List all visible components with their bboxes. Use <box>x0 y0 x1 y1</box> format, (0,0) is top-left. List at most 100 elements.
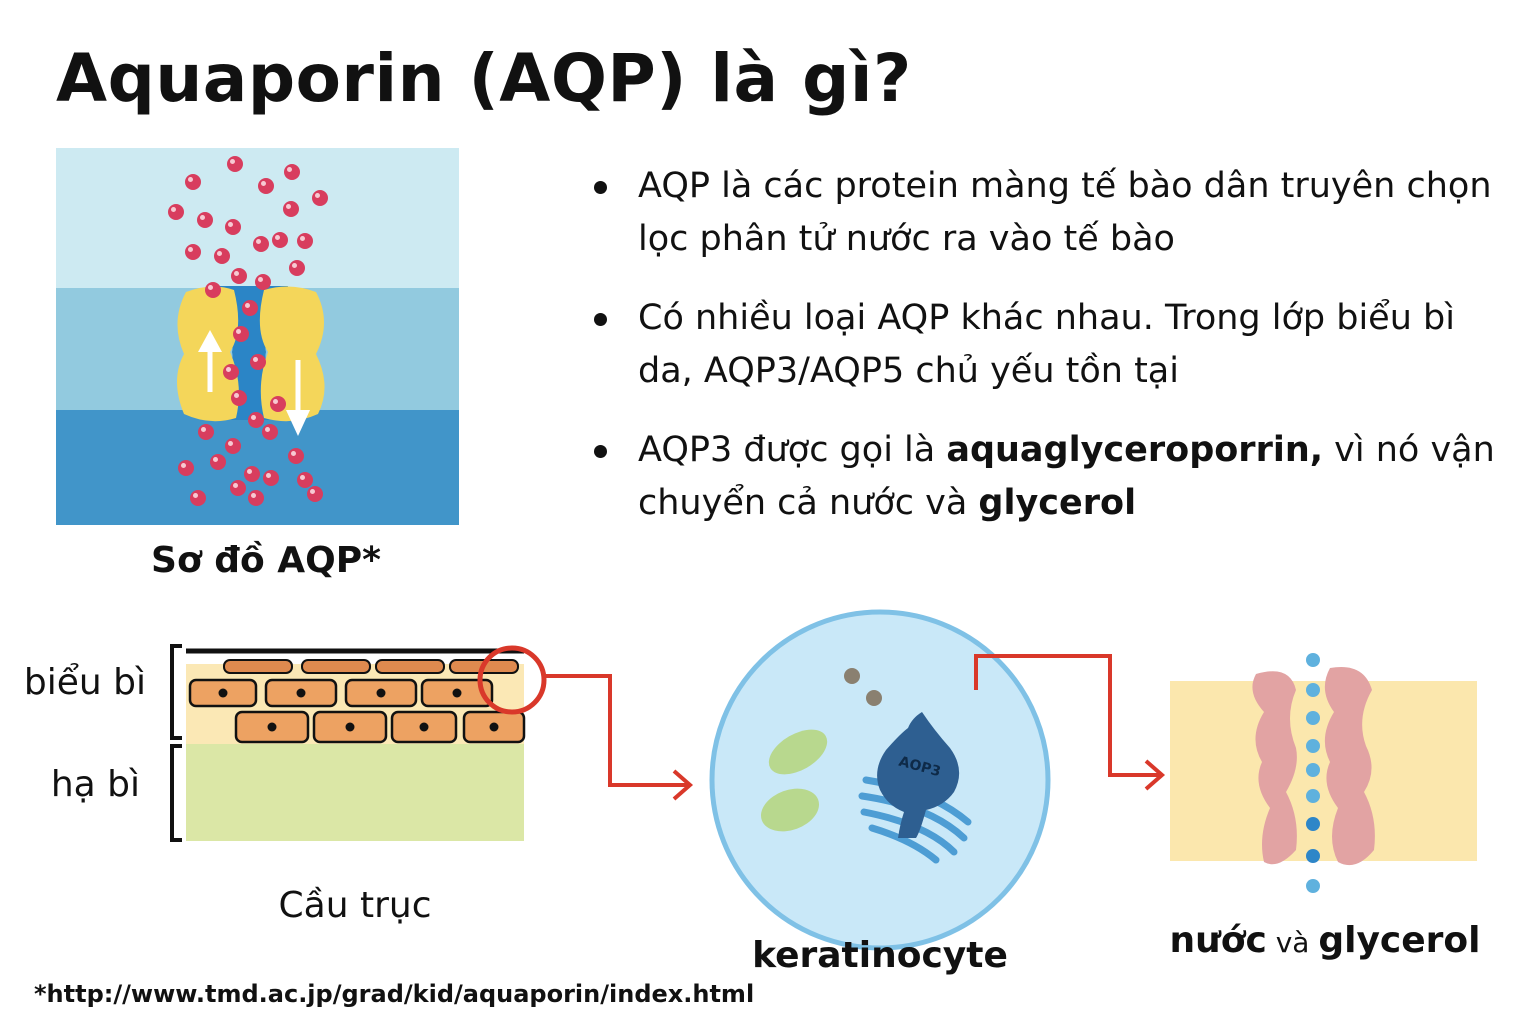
water-molecule <box>270 396 286 412</box>
water-molecule <box>231 390 247 406</box>
water-molecule <box>168 204 184 220</box>
molecule-dot <box>1306 739 1320 753</box>
water-molecule <box>214 248 230 264</box>
water-molecule <box>242 300 258 316</box>
skin-structure <box>170 644 547 842</box>
extracellular-layer <box>56 148 459 288</box>
water-molecule <box>284 164 300 180</box>
keratinocyte-caption: keratinocyte <box>752 935 1008 976</box>
channel-wall-left <box>1252 671 1297 865</box>
molecule-dot <box>1306 711 1320 725</box>
up-arrow-icon <box>198 330 222 392</box>
page-title: Aquaporin (AQP) là gì? <box>56 40 912 117</box>
flow-arrow-icon <box>545 674 694 801</box>
water-molecule <box>233 326 249 342</box>
aqp-protein-right <box>259 286 325 422</box>
water-molecule <box>297 233 313 249</box>
molecule-dots <box>1306 653 1320 893</box>
granule <box>866 690 882 706</box>
bullet-list: AQP là các protein màng tế bào dân truyê… <box>590 160 1520 556</box>
flow-arrow-icon <box>974 654 1166 791</box>
water-molecule <box>225 219 241 235</box>
channel-wall-right <box>1324 666 1375 866</box>
water-molecule <box>190 490 206 506</box>
water-molecule <box>198 424 214 440</box>
cell-nucleus <box>376 688 386 698</box>
water-molecule <box>231 268 247 284</box>
molecule-dot <box>1306 653 1320 667</box>
water-molecule <box>297 472 313 488</box>
molecule-dot <box>1306 789 1320 803</box>
structure-caption: Cầu trục <box>278 885 432 926</box>
molecule-dot <box>1306 849 1320 863</box>
aqp-diagram-caption: Sơ đồ AQP* <box>151 540 381 581</box>
water-molecule <box>230 480 246 496</box>
water-molecule <box>263 470 279 486</box>
epidermis-label: biểu bì <box>23 662 146 703</box>
water-molecule <box>289 260 305 276</box>
water-molecule <box>262 424 278 440</box>
water-molecule <box>185 174 201 190</box>
water-molecule <box>197 212 213 228</box>
channel-caption: nước và glycerol <box>1160 920 1490 961</box>
water-molecule <box>283 201 299 217</box>
water-molecule <box>225 438 241 454</box>
cell-nucleus <box>296 688 306 698</box>
water-molecule <box>258 178 274 194</box>
cell-nucleus <box>218 688 228 698</box>
aqp-schematic <box>56 148 459 525</box>
molecule-dot <box>1306 817 1320 831</box>
aqp-channel-detail <box>1170 653 1477 893</box>
bullet-item: AQP là các protein màng tế bào dân truyê… <box>590 160 1520 266</box>
water-molecule <box>307 486 323 502</box>
water-molecule <box>178 460 194 476</box>
bullet-text: Có nhiều loại AQP khác nhau. Trong lớp b… <box>638 298 1455 391</box>
water-molecule <box>244 466 260 482</box>
water-molecule-icon <box>168 156 328 506</box>
keratinocyte-cell: AOP3 <box>709 609 1051 951</box>
caption-connector: và <box>1266 926 1319 959</box>
bullet-text: AQP3 được gọi là <box>638 430 947 470</box>
cell-flat <box>223 659 293 674</box>
cell-nucleus <box>452 688 462 698</box>
cell-nucleus <box>267 722 277 732</box>
water-molecule <box>205 282 221 298</box>
footnote-source: *http://www.tmd.ac.jp/grad/kid/aquaporin… <box>34 980 755 1008</box>
granule <box>844 668 860 684</box>
water-molecule <box>210 454 226 470</box>
bullet-bold-term: aquaglyceroporrin, <box>946 430 1324 470</box>
caption-bold: glycerol <box>1318 920 1481 961</box>
molecule-dot <box>1306 763 1320 777</box>
water-molecule <box>223 364 239 380</box>
bullet-text: vì nó vận chuyển cả nước và <box>638 430 1495 523</box>
water-molecule <box>272 232 288 248</box>
water-molecule <box>248 490 264 506</box>
cell-nucleus <box>345 722 355 732</box>
water-molecule <box>255 274 271 290</box>
water-molecule <box>253 236 269 252</box>
cell-nucleus <box>489 722 499 732</box>
organelle <box>768 729 828 775</box>
aqp3-protein <box>877 712 960 838</box>
dermis-bracket <box>170 744 182 842</box>
water-molecule <box>288 448 304 464</box>
keratinocyte-cells <box>188 659 526 744</box>
water-molecule <box>250 354 266 370</box>
molecule-dot <box>1306 879 1320 893</box>
membrane-band <box>1170 681 1477 861</box>
bullet-item: AQP3 được gọi là aquaglyceroporrin, vì n… <box>590 424 1520 530</box>
cell-nucleus <box>419 722 429 732</box>
organelle <box>760 788 820 832</box>
water-molecule <box>248 412 264 428</box>
down-arrow-icon <box>286 360 310 436</box>
dermis-layer <box>186 744 524 841</box>
zoom-circle-icon <box>477 645 547 715</box>
bullet-bold-term: glycerol <box>978 483 1137 523</box>
bullet-text: AQP là các protein màng tế bào dân truyê… <box>638 166 1492 259</box>
bullet-item: Có nhiều loại AQP khác nhau. Trong lớp b… <box>590 292 1520 398</box>
water-molecule <box>185 244 201 260</box>
molecule-dot <box>1306 683 1320 697</box>
cell-flat <box>301 659 371 674</box>
cell-flat <box>375 659 445 674</box>
